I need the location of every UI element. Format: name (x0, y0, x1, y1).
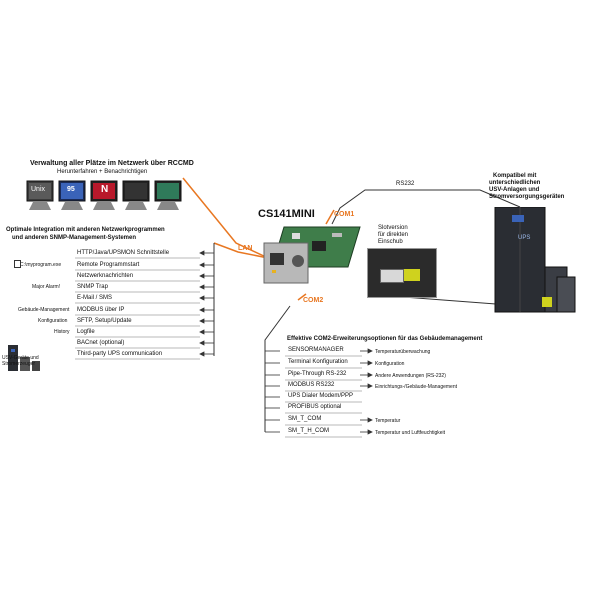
slot-line2: für direkten (378, 232, 409, 238)
rccmd-title: Verwaltung aller Plätze im Netzwerk über… (30, 160, 194, 167)
integration-underlines (75, 257, 200, 360)
com2-option-note: Temperatur und Luftfeuchtigkeit (375, 430, 446, 436)
com2-option-label: SM_T_COM (288, 416, 322, 422)
monitor-2-logo: 95 (67, 186, 75, 193)
slot-connector (404, 269, 420, 281)
com1-connector-line (325, 209, 335, 225)
com2-option-note: Einrichtungs-/Gebäude-Management (375, 384, 457, 390)
compat-line3: USV-Anlagen und (489, 187, 540, 193)
com2-option-note: Konfiguration (375, 361, 405, 367)
com2-option-label: UPS Dialer Modem/PPP (288, 393, 354, 399)
com2-port-label: COM2 (303, 297, 324, 304)
com2-option-label: PROFIBUS optional (288, 404, 342, 410)
ups-generator-label: USV-Geräte und Stromerzeuger (2, 355, 39, 367)
integration-item-left: Konfiguration (38, 318, 68, 324)
slot-line3: Einschub (378, 239, 403, 245)
integration-arrows (199, 250, 214, 357)
integration-item-label: HTTP/Java/UPSMON Schnittstelle (77, 250, 170, 256)
slot-card (380, 269, 404, 283)
monitor-unix-label: Unix (31, 186, 46, 193)
com2-option-note: Temperaturüberwachung (375, 349, 431, 355)
com2-options-title: Effektive COM2-Erweiterungsoptionen für … (287, 336, 483, 342)
com1-port-label: COM1 (334, 211, 355, 218)
lan-port (270, 253, 284, 265)
com2-port (292, 255, 304, 267)
lan-connector-line (213, 242, 269, 259)
rs232-line (331, 189, 521, 225)
ups-label: UPS (518, 235, 531, 241)
integration-item-left: C:\myprogram.exe (20, 262, 62, 268)
ups-cabinet-illustration: UPS (490, 207, 580, 317)
com2-option-note: Temperatur (375, 418, 401, 424)
monitor-3 (90, 180, 118, 210)
com2-option-label: MODBUS RS232 (288, 382, 335, 388)
com2-option-label: SENSORMANAGER (288, 347, 344, 353)
compat-line1: Kompatibel mit (493, 173, 537, 179)
com2-option-label: SM_T_H_COM (288, 428, 330, 434)
rccmd-subtitle: Herunterfahren + Benachrichtigen (57, 169, 148, 175)
integration-list: HTTP/Java/UPSMON Schnittstelle C:\myprog… (0, 246, 205, 366)
integration-item-label: Remote Programmstart (77, 262, 140, 268)
monitors-illustration (26, 180, 182, 210)
program-icon (14, 260, 21, 268)
com2-option-label: Pipe-Through RS-232 (288, 371, 347, 377)
integration-title-line1: Optimale Integration mit anderen Netzwer… (6, 227, 165, 233)
com2-connector-line (297, 293, 307, 301)
monitor-5 (154, 180, 182, 210)
integration-item-label: SFTP, Setup/Update (77, 318, 132, 324)
com2-option-label: Terminal Konfiguration (288, 359, 348, 365)
slot-zoom-illustration (367, 248, 437, 298)
device-name: CS141MINI (258, 208, 315, 220)
integration-item-label: BACnet (optional) (77, 340, 125, 346)
com2-underlines (285, 355, 362, 438)
compat-line2: unterschiedlichen (489, 180, 541, 186)
integration-item-label: SNMP Trap (77, 284, 108, 290)
cs141-card-illustration (262, 225, 362, 290)
com2-bracket-line (264, 305, 291, 432)
rs232-label: RS232 (396, 181, 415, 187)
monitor-row: Unix 95 N (25, 180, 185, 215)
com2-option-note: Andere Anwendungen (RS-232) (375, 373, 446, 379)
rccmd-connector-line (182, 177, 269, 259)
card-svg (263, 226, 361, 284)
generator-icon (20, 357, 30, 371)
com2-option-arrows (265, 348, 373, 435)
ups-cabinet-svg (494, 207, 576, 313)
integration-item-label: E-Mail / SMS (77, 295, 113, 301)
integration-item-left: History (54, 329, 70, 335)
integration-item-label: MODBUS über IP (77, 307, 125, 313)
monitor-unix (26, 180, 54, 210)
integration-item-left: Gebäude-Management (18, 307, 70, 313)
integration-item-left: Major Alarm! (32, 284, 61, 290)
compat-line4: Stromversorgungsgeräten (489, 194, 565, 200)
lan-port-label: LAN (238, 245, 253, 252)
monitor-3-logo: N (101, 184, 109, 195)
slot-line1: Slotversion (378, 225, 408, 231)
integration-title-line2: und anderen SNMP-Management-Systemen (12, 235, 137, 241)
integration-item-label: Netzwerknachrichten (77, 273, 134, 279)
integration-item-label: Logfile (77, 329, 95, 335)
integration-item-label: Third-party UPS communication (77, 351, 163, 357)
generator-illustration (6, 345, 46, 373)
ups-tower-icon (8, 345, 18, 371)
monitor-2 (58, 180, 86, 210)
monitor-4 (122, 180, 150, 210)
